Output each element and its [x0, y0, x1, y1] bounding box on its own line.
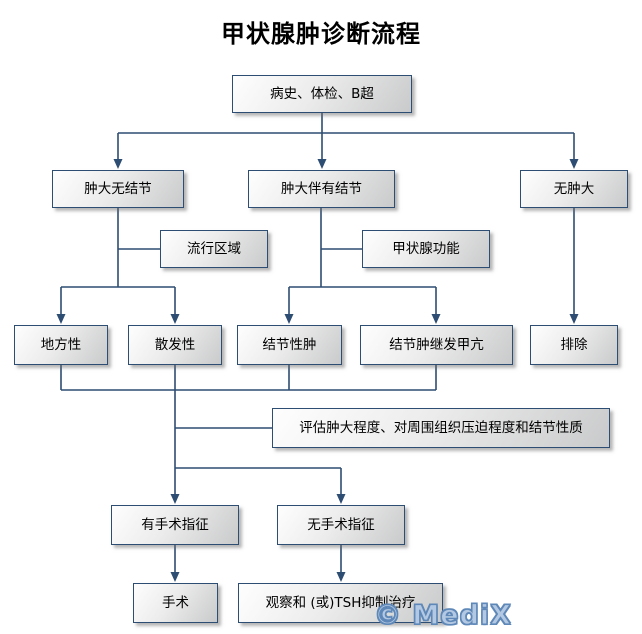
node-thyroid-function: 甲状腺功能 — [362, 230, 490, 268]
node-no-enlargement: 无肿大 — [520, 170, 628, 208]
arrowhead — [569, 159, 579, 169]
arrowhead — [113, 159, 123, 169]
arrowhead — [170, 494, 180, 504]
node-history-exam-ultrasound: 病史、体检、B超 — [232, 75, 412, 113]
page-title: 甲状腺肿诊断流程 — [221, 20, 421, 48]
node-enlarged-with-nodule: 肿大伴有结节 — [248, 170, 395, 208]
arrowhead — [431, 314, 441, 324]
node-sporadic: 散发性 — [128, 325, 222, 365]
node-no-surgical-indication: 无手术指征 — [277, 505, 405, 545]
arrowhead — [569, 314, 579, 324]
node-nodular-goiter: 结节性肿 — [237, 325, 342, 365]
medix-watermark: © MediX — [373, 599, 512, 631]
node-epidemic-region: 流行区域 — [160, 230, 268, 268]
node-nodular-goiter-secondary-hyperthyroidism: 结节肿继发甲亢 — [360, 325, 513, 365]
node-surgical-indication: 有手术指征 — [111, 505, 239, 545]
arrowhead — [336, 494, 346, 504]
arrowhead — [317, 159, 327, 169]
node-observation-tsh-therapy: 观察和 (或)TSH抑制治疗 — [238, 583, 443, 623]
arrowhead — [170, 314, 180, 324]
arrowhead — [336, 572, 346, 582]
arrowhead — [170, 572, 180, 582]
arrowhead — [284, 314, 294, 324]
node-surgery: 手术 — [133, 583, 218, 623]
node-exclude: 排除 — [530, 325, 618, 365]
node-enlarged-no-nodule: 肿大无结节 — [52, 170, 184, 208]
node-evaluate-goiter: 评估肿大程度、对周围组织压迫程度和结节性质 — [272, 408, 610, 448]
arrowhead — [56, 314, 66, 324]
node-endemic: 地方性 — [14, 325, 108, 365]
